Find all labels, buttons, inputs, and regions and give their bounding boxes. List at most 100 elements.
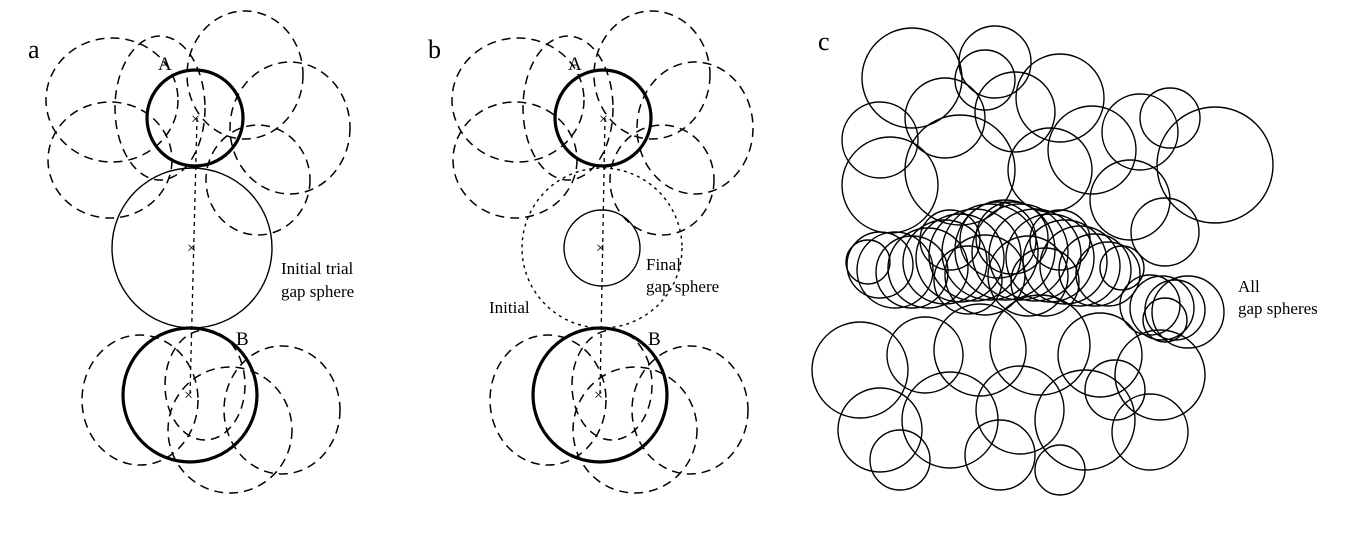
atom [904, 77, 986, 159]
atom [1101, 93, 1179, 171]
neighbour-atom [631, 345, 749, 475]
neighbour-atom [451, 37, 585, 163]
atom-a [553, 68, 653, 168]
center-marker: × [191, 111, 200, 128]
gap-sphere [1142, 297, 1188, 343]
center-marker: × [184, 387, 193, 404]
neighbour-atom [593, 10, 711, 140]
atom [1047, 105, 1137, 195]
neighbour-atom [47, 101, 173, 219]
atom-a-label: A [158, 54, 172, 75]
atom [989, 294, 1091, 396]
atom [904, 114, 1016, 226]
gap-sphere [856, 231, 934, 309]
neighbour-atom [571, 329, 653, 441]
center-marker: × [599, 111, 608, 128]
atom [974, 71, 1056, 153]
gap-sphere [846, 231, 914, 299]
atom-b [121, 326, 259, 464]
atom [811, 321, 909, 419]
atom [975, 365, 1065, 455]
neighbour-atom [636, 61, 754, 195]
panel-a-neighbours-top [45, 10, 351, 236]
gap-sphere [1029, 209, 1091, 271]
atom [1034, 444, 1086, 496]
atom-a [145, 68, 245, 168]
panel-c: c [811, 25, 1318, 496]
panel-b-neighbours-top [451, 10, 754, 236]
atom [1089, 159, 1171, 241]
atom [1084, 359, 1146, 421]
atom [1057, 312, 1143, 398]
final-gap-sphere-label-line2: gap sphere [646, 277, 719, 296]
all-gap-spheres-label-line1: All [1238, 277, 1260, 296]
atom [964, 419, 1036, 491]
gap-sphere [933, 245, 1003, 315]
all-gap-spheres-label-line2: gap spheres [1238, 299, 1318, 318]
gap-sphere [1075, 241, 1141, 307]
panel-c-gap-sphere-band [845, 199, 1145, 317]
initial-gap-sphere [521, 167, 683, 329]
atom [958, 25, 1032, 99]
atom [841, 136, 939, 234]
center-marker: × [596, 240, 605, 257]
neighbour-atom [223, 345, 341, 475]
panel-c-bottom-cluster [811, 294, 1206, 496]
atom [1156, 106, 1274, 224]
gap-sphere [944, 234, 1026, 316]
gap-sphere [987, 235, 1069, 317]
gap-sphere [1099, 245, 1145, 291]
neighbour-atom [114, 35, 206, 181]
neighbour-atom [609, 124, 715, 236]
atom [1114, 329, 1206, 421]
gap-sphere-label-line2: gap sphere [281, 282, 354, 301]
neighbour-atom [45, 37, 179, 163]
gap-sphere [919, 209, 981, 271]
atom-b-label: B [648, 329, 661, 350]
gap-sphere [845, 239, 891, 285]
atom [933, 303, 1027, 397]
neighbour-atom [489, 334, 607, 466]
panel-b-letter: b [428, 35, 441, 64]
neighbour-atom [164, 329, 246, 441]
neighbour-atom [81, 334, 199, 466]
gap-sphere [975, 201, 1049, 275]
neighbour-atom [186, 10, 304, 140]
panel-c-letter: c [818, 27, 830, 56]
gap-sphere [1129, 275, 1195, 341]
gap-sphere-label-line1: Initial trial [281, 259, 354, 278]
gap-sphere [1119, 274, 1181, 336]
neighbour-atom [167, 366, 293, 494]
atom [869, 429, 931, 491]
final-gap-sphere-label-line1: Final [646, 255, 681, 274]
center-marker: × [187, 240, 196, 257]
gap-sphere [1005, 213, 1095, 303]
gap-sphere [988, 208, 1082, 302]
atom [837, 387, 923, 473]
atom [954, 49, 1016, 111]
center-line [189, 117, 198, 396]
gap-sphere [1039, 225, 1121, 307]
gap-sphere [941, 203, 1039, 301]
atom-b-label: B [236, 329, 249, 350]
panel-c-top-cluster [841, 25, 1274, 267]
atom [886, 316, 964, 394]
atom [1015, 53, 1105, 143]
atom [1111, 393, 1189, 471]
neighbour-atom [572, 366, 698, 494]
atom [841, 101, 919, 179]
panel-a: a × × × A B Initial trial gap sphere [28, 10, 354, 494]
panel-a-letter: a [28, 35, 40, 64]
neighbour-atom [522, 35, 614, 181]
atom-b [531, 326, 669, 464]
center-marker: × [594, 387, 603, 404]
atom [1139, 87, 1201, 149]
gap-sphere [959, 201, 1037, 279]
panel-a-neighbours-bottom [81, 329, 341, 494]
atom [1130, 197, 1200, 267]
initial-label: Initial [489, 298, 530, 317]
atom-a-label: A [568, 54, 582, 75]
neighbour-atom [452, 101, 578, 219]
panel-b: b × × × A B Initial Final gap sphere [428, 10, 754, 494]
